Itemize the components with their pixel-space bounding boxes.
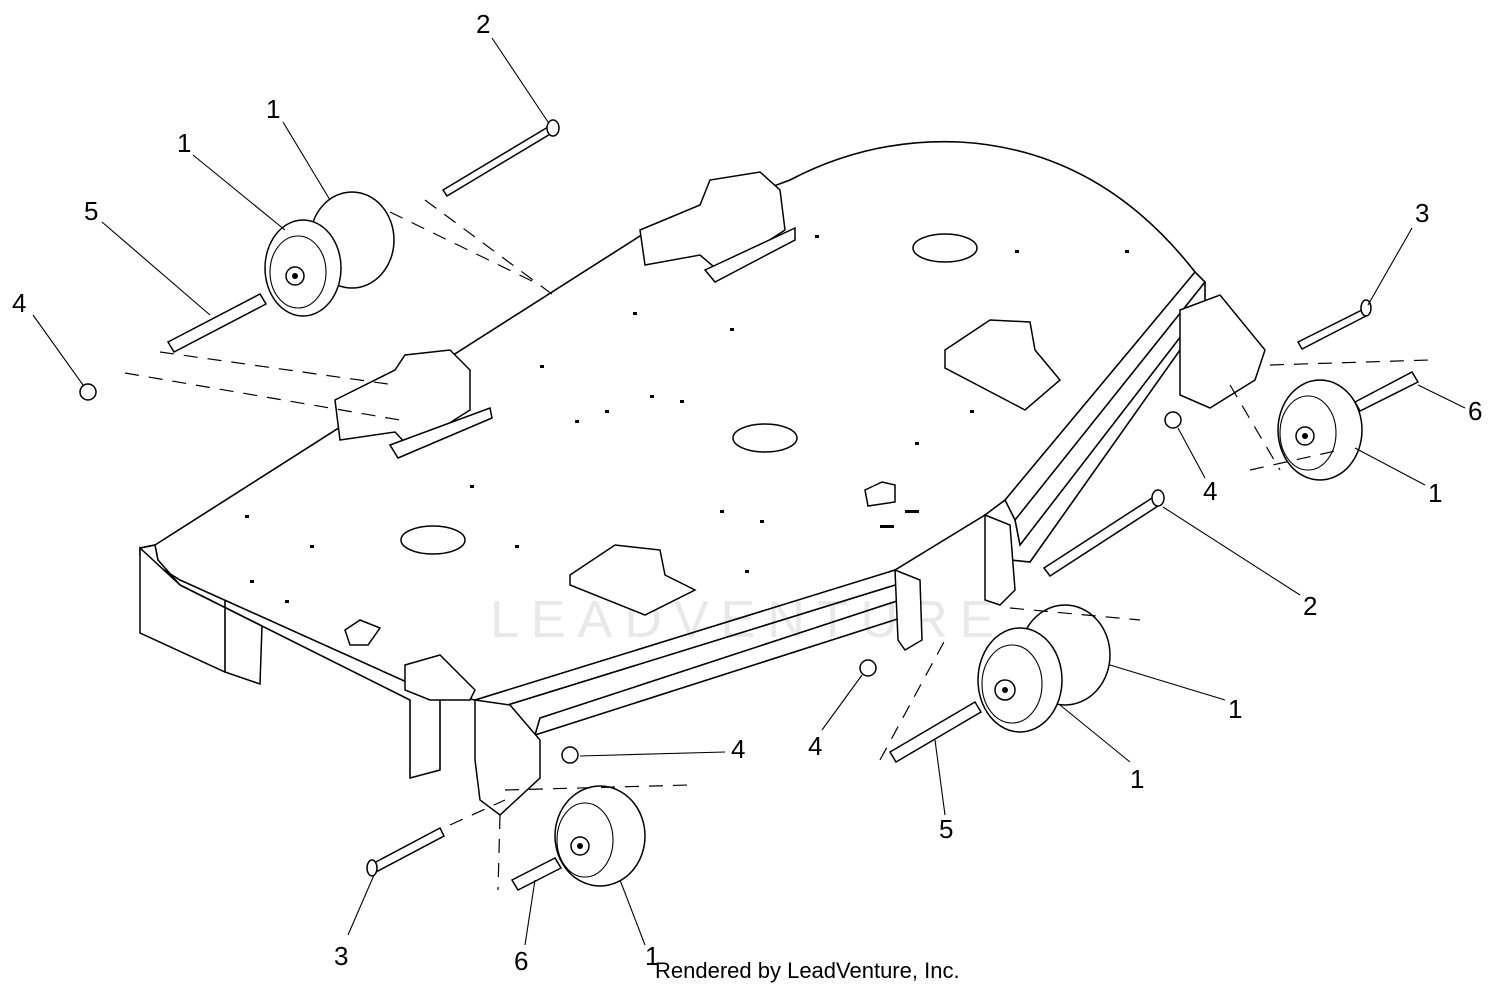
deck-shell [139, 140, 1266, 816]
callout-4-left: 4 [12, 288, 26, 318]
nut-right [1164, 411, 1182, 429]
callout-6-bottom: 6 [514, 946, 528, 976]
callout-1-right: 1 [1428, 478, 1442, 508]
callout-1-top-b: 1 [177, 128, 191, 158]
callout-2-right: 2 [1303, 591, 1317, 621]
wheel-bottom [554, 785, 646, 887]
bolt-right-top [1296, 299, 1372, 350]
callout-1-mid-a: 1 [1228, 694, 1242, 724]
nut-mid [561, 746, 579, 764]
callout-4-mid: 4 [731, 734, 745, 764]
callouts: 2 1 1 5 4 3 6 4 1 2 1 4 4 1 5 3 6 1 [12, 9, 1482, 976]
pin-mid [888, 700, 983, 764]
callout-1-mid-b: 1 [1130, 764, 1144, 794]
callout-6-right: 6 [1468, 396, 1482, 426]
callout-4-right: 4 [1203, 476, 1217, 506]
wheel-mid-front [977, 627, 1063, 733]
assembly-lines [124, 199, 1431, 891]
nut-left [79, 383, 97, 401]
callout-1-top-a: 1 [266, 94, 280, 124]
render-credit: Rendered by LeadVenture, Inc. [655, 958, 960, 983]
callout-1-bottom: 1 [645, 941, 659, 971]
callout-4-center: 4 [808, 731, 822, 761]
callout-5-bottom: 5 [939, 814, 953, 844]
wheel-top-left-front [264, 219, 342, 317]
bolt-bottom [366, 826, 445, 877]
wheel-right [1277, 379, 1363, 481]
callout-5-left: 5 [84, 196, 98, 226]
pin-right [1353, 371, 1420, 412]
pin-bottom [510, 857, 563, 891]
bolt-top [441, 119, 560, 198]
callout-3-bottom: 3 [334, 941, 348, 971]
pin-left [166, 293, 268, 353]
leader-lines [32, 37, 1466, 946]
callout-2-top: 2 [476, 9, 490, 39]
callout-3-right: 3 [1415, 198, 1429, 228]
nut-center [859, 659, 877, 677]
bolt-right-long [1042, 489, 1165, 578]
